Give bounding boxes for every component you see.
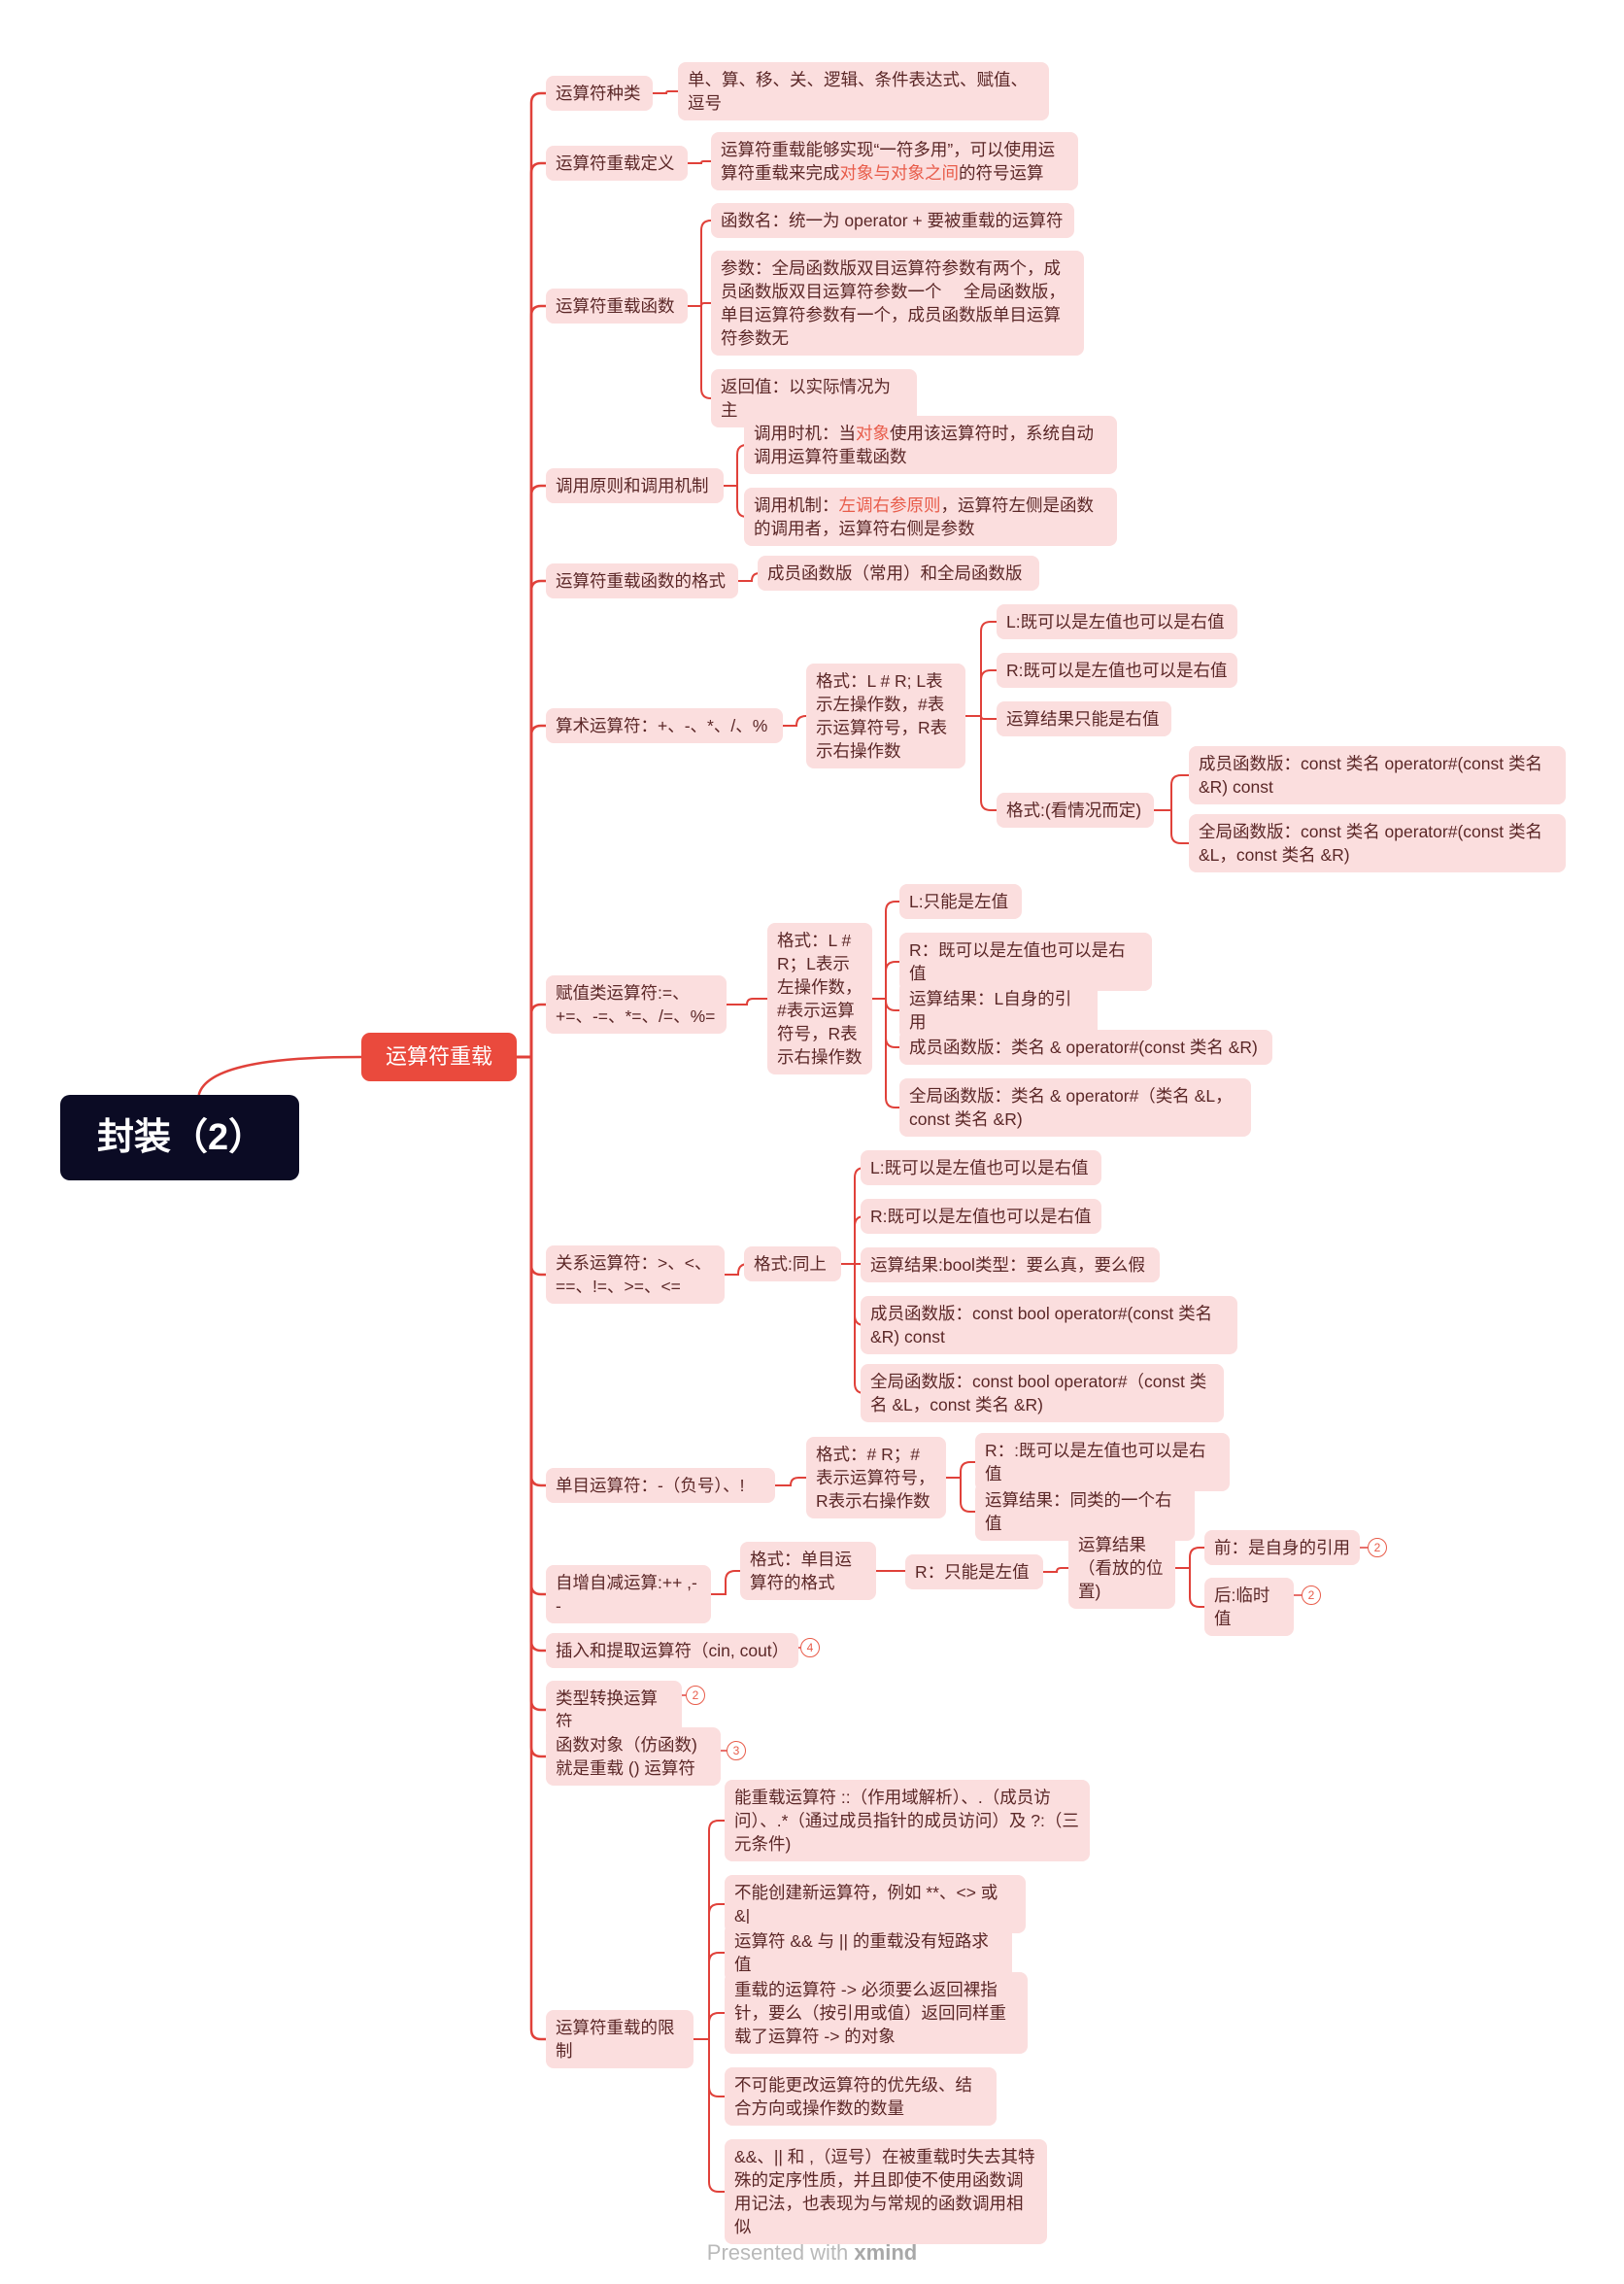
branch-kinds[interactable]: 运算符种类: [546, 76, 653, 111]
root-topic[interactable]: 封装（2）: [60, 1095, 299, 1180]
function-name: 函数名：统一为 operator + 要被重载的运算符: [711, 203, 1074, 238]
unary-right: R：:既可以是左值也可以是右值: [975, 1433, 1230, 1491]
increment-format: 格式：单目运算符的格式: [740, 1542, 876, 1600]
limit-2: 不能创建新运算符，例如 **、<> 或 &|: [725, 1875, 1026, 1933]
function-params: 参数：全局函数版双目运算符参数有两个，成员函数版双目运算符参数一个 全局函数版，…: [711, 251, 1084, 356]
branch-limit[interactable]: 运算符重载的限制: [546, 2010, 694, 2068]
limit-6: &&、|| 和 ,（逗号）在被重载时失去其特殊的定序性质，并且即使不使用函数调用…: [725, 2139, 1047, 2244]
increment-prefix-count-badge[interactable]: 2: [1368, 1538, 1387, 1557]
relational-right: R:既可以是左值也可以是右值: [861, 1199, 1101, 1234]
limit-1: 能重载运算符 ::（作用域解析）、.（成员访问）、.*（通过成员指针的成员访问）…: [725, 1780, 1090, 1861]
branch-increment[interactable]: 自增自减运算:++ ,--: [546, 1565, 711, 1623]
assign-global: 全局函数版：类名 & operator#（类名 &L，const 类名 &R): [899, 1078, 1251, 1137]
branch-format[interactable]: 运算符重载函数的格式: [546, 563, 738, 598]
assign-format: 格式：L # R；L表示左操作数，#表示运算符号，R表示右操作数: [767, 923, 872, 1074]
kinds-content: 单、算、移、关、逻辑、条件表达式、赋值、逗号: [678, 62, 1049, 120]
io-count-badge[interactable]: 4: [800, 1638, 820, 1657]
branch-relational[interactable]: 关系运算符：>、<、==、!=、>=、<=: [546, 1245, 725, 1304]
arith-format-mode: 格式:(看情况而定): [997, 793, 1154, 828]
functor-count-badge[interactable]: 3: [727, 1741, 746, 1760]
branch-unary[interactable]: 单目运算符：-（负号）、!: [546, 1468, 775, 1503]
limit-5: 不可能更改运算符的优先级、结合方向或操作数的数量: [725, 2067, 997, 2126]
unary-format: 格式：# R；#表示运算符号，R表示右操作数: [806, 1437, 946, 1518]
arith-result: 运算结果只能是右值: [997, 701, 1171, 736]
increment-result: 运算结果（看放的位置): [1068, 1527, 1175, 1609]
relational-left: L:既可以是左值也可以是右值: [861, 1150, 1101, 1185]
format-content: 成员函数版（常用）和全局函数版: [758, 556, 1039, 591]
branch-assign[interactable]: 赋值类运算符:=、+=、-=、*=、/=、%=: [546, 975, 727, 1034]
call-timing: 调用时机：当对象使用该运算符时，系统自动调用运算符重载函数: [744, 416, 1117, 474]
conversion-count-badge[interactable]: 2: [686, 1686, 705, 1705]
arith-format: 格式：L # R; L表示左操作数，#表示运算符号，R表示右操作数: [806, 664, 965, 768]
branch-function[interactable]: 运算符重载函数: [546, 289, 688, 324]
increment-right: R：只能是左值: [905, 1554, 1043, 1589]
assign-left: L:只能是左值: [899, 884, 1022, 919]
increment-postfix: 后:临时值: [1204, 1578, 1294, 1636]
main-topic[interactable]: 运算符重载: [361, 1033, 517, 1081]
relational-result: 运算结果:bool类型：要么真，要么假: [861, 1247, 1160, 1282]
arith-member: 成员函数版：const 类名 operator#(const 类名 &R) co…: [1189, 746, 1566, 804]
arith-right: R:既可以是左值也可以是右值: [997, 653, 1237, 688]
relational-member: 成员函数版：const bool operator#(const 类名 &R) …: [861, 1296, 1237, 1354]
branch-call[interactable]: 调用原则和调用机制: [546, 468, 724, 503]
branch-definition[interactable]: 运算符重载定义: [546, 146, 688, 181]
footer-credit: Presented with xmind: [706, 2240, 918, 2265]
branch-functor[interactable]: 函数对象（仿函数)就是重载 () 运算符: [546, 1727, 721, 1786]
limit-4: 重载的运算符 -> 必须要么返回裸指针，要么（按引用或值）返回同样重载了运算符 …: [725, 1972, 1028, 2054]
relational-format: 格式:同上: [744, 1246, 841, 1281]
increment-postfix-count-badge[interactable]: 2: [1302, 1585, 1321, 1605]
relational-global: 全局函数版：const bool operator#（const 类名 &L，c…: [861, 1364, 1224, 1422]
increment-prefix: 前：是自身的引用: [1204, 1530, 1360, 1565]
assign-member: 成员函数版：类名 & operator#(const 类名 &R): [899, 1030, 1272, 1065]
branch-arith[interactable]: 算术运算符：+、-、*、/、%: [546, 708, 783, 743]
branch-io[interactable]: 插入和提取运算符（cin, cout）: [546, 1633, 798, 1668]
arith-left: L:既可以是左值也可以是右值: [997, 604, 1237, 639]
arith-global: 全局函数版：const 类名 operator#(const 类名 &L，con…: [1189, 814, 1566, 872]
call-mechanism: 调用机制：左调右参原则，运算符左侧是函数的调用者，运算符右侧是参数: [744, 488, 1117, 546]
definition-content: 运算符重载能够实现“一符多用”，可以使用运算符重载来完成对象与对象之间的符号运算: [711, 132, 1078, 190]
